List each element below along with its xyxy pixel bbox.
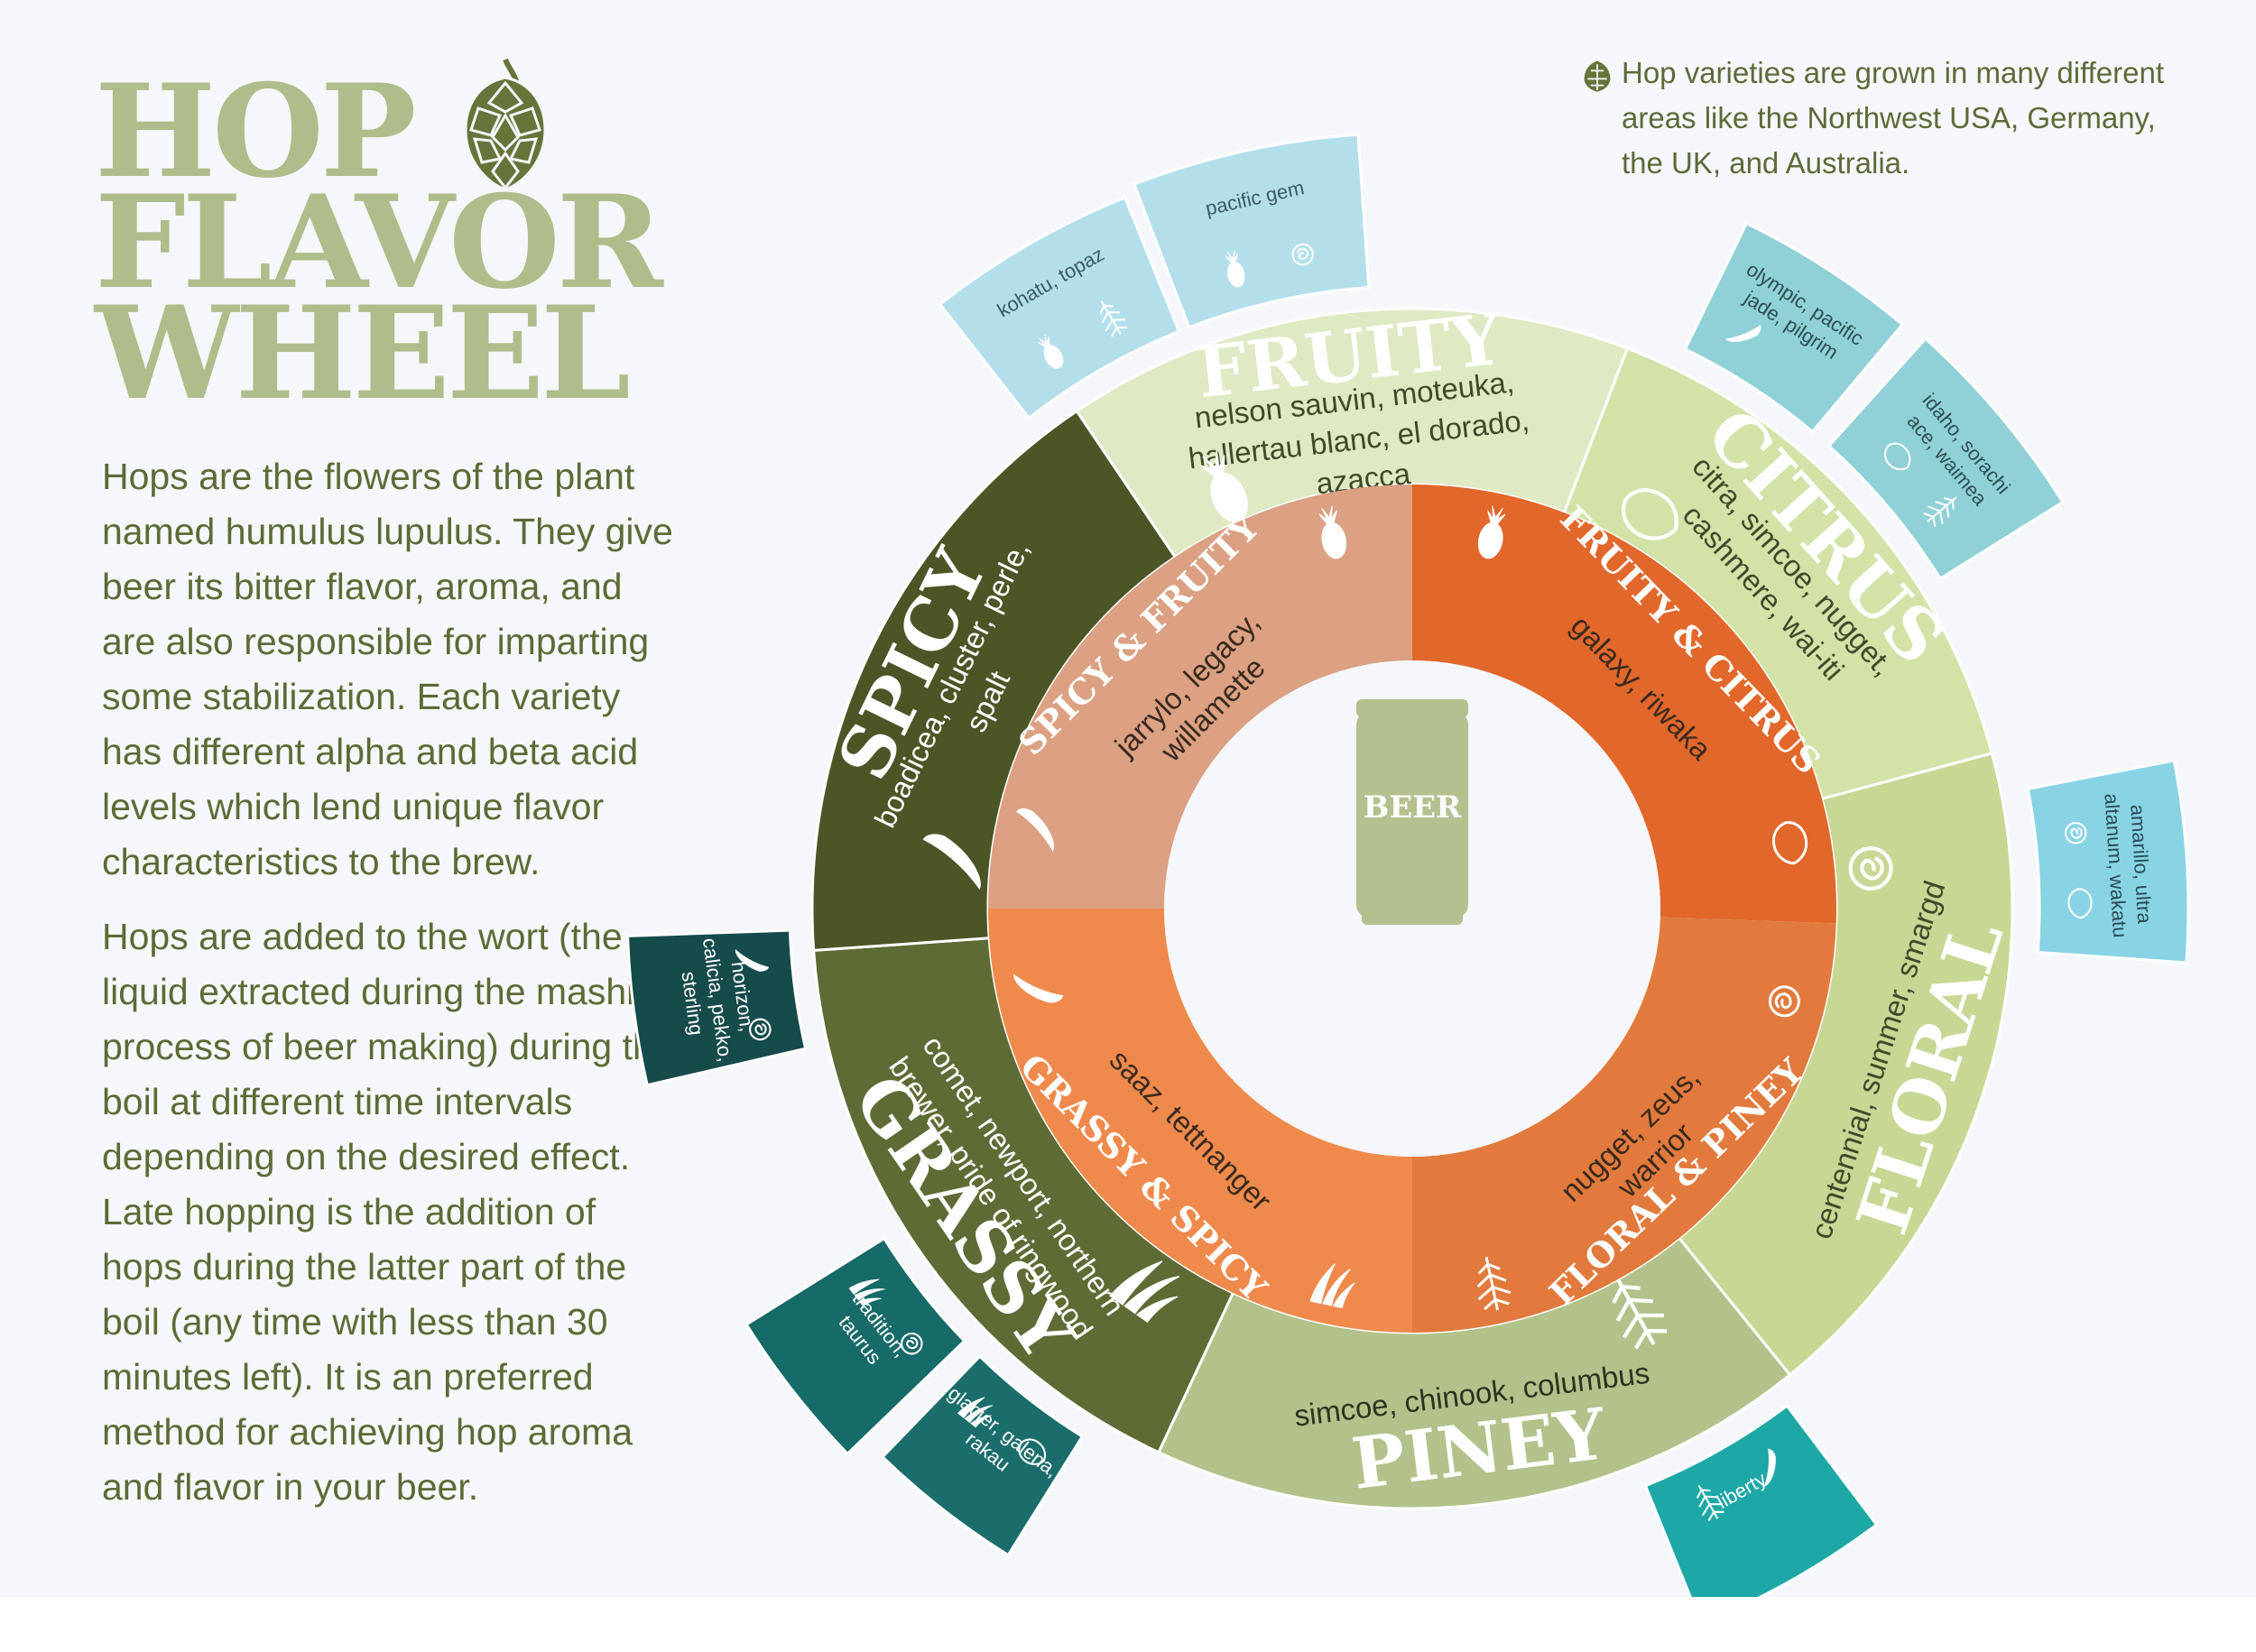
hop-tab-amarillo: [2026, 759, 2190, 964]
beer-can-icon: [1356, 699, 1468, 925]
inner-segment-3: [988, 909, 1412, 1333]
beer-label: BEER: [1364, 789, 1463, 826]
hop-tab-kohatu: [938, 195, 1181, 420]
hop-tab-tradition: [744, 1236, 966, 1456]
hop-tab-idaho: [1826, 337, 2065, 581]
title-line-flavor: FLAVOR: [95, 168, 663, 318]
hop-tab-glacier: [880, 1354, 1085, 1557]
outer-segment-floral: [1677, 752, 2014, 1377]
hop-tab-pacific-gem: [1132, 133, 1371, 329]
title-line-hop: HOP: [95, 57, 417, 207]
footer-bar: [0, 1597, 2256, 1652]
inner-segment-1: [1412, 485, 1836, 924]
page-title: HOP FLAVOR WHEEL: [95, 57, 663, 429]
inner-segment-2: [1412, 917, 1836, 1333]
intro-paragraph-1: Hops are the flowers of the plant named …: [102, 456, 673, 882]
origin-note: Hop varieties are grown in many differen…: [1622, 56, 2165, 180]
intro-paragraph-2: Hops are added to the wort (the liquid e…: [102, 916, 676, 1508]
hop-cone-icon: [1584, 60, 1611, 92]
hop-tab-liberty: [1643, 1403, 1879, 1626]
hop-cone-icon: [464, 58, 547, 191]
title-line-wheel: WHEEL: [95, 279, 631, 429]
intro-text: Hops are the flowers of the plant named …: [102, 449, 680, 1535]
hop-tab-olympic: [1683, 221, 1905, 434]
inner-segment-4: [988, 485, 1412, 909]
